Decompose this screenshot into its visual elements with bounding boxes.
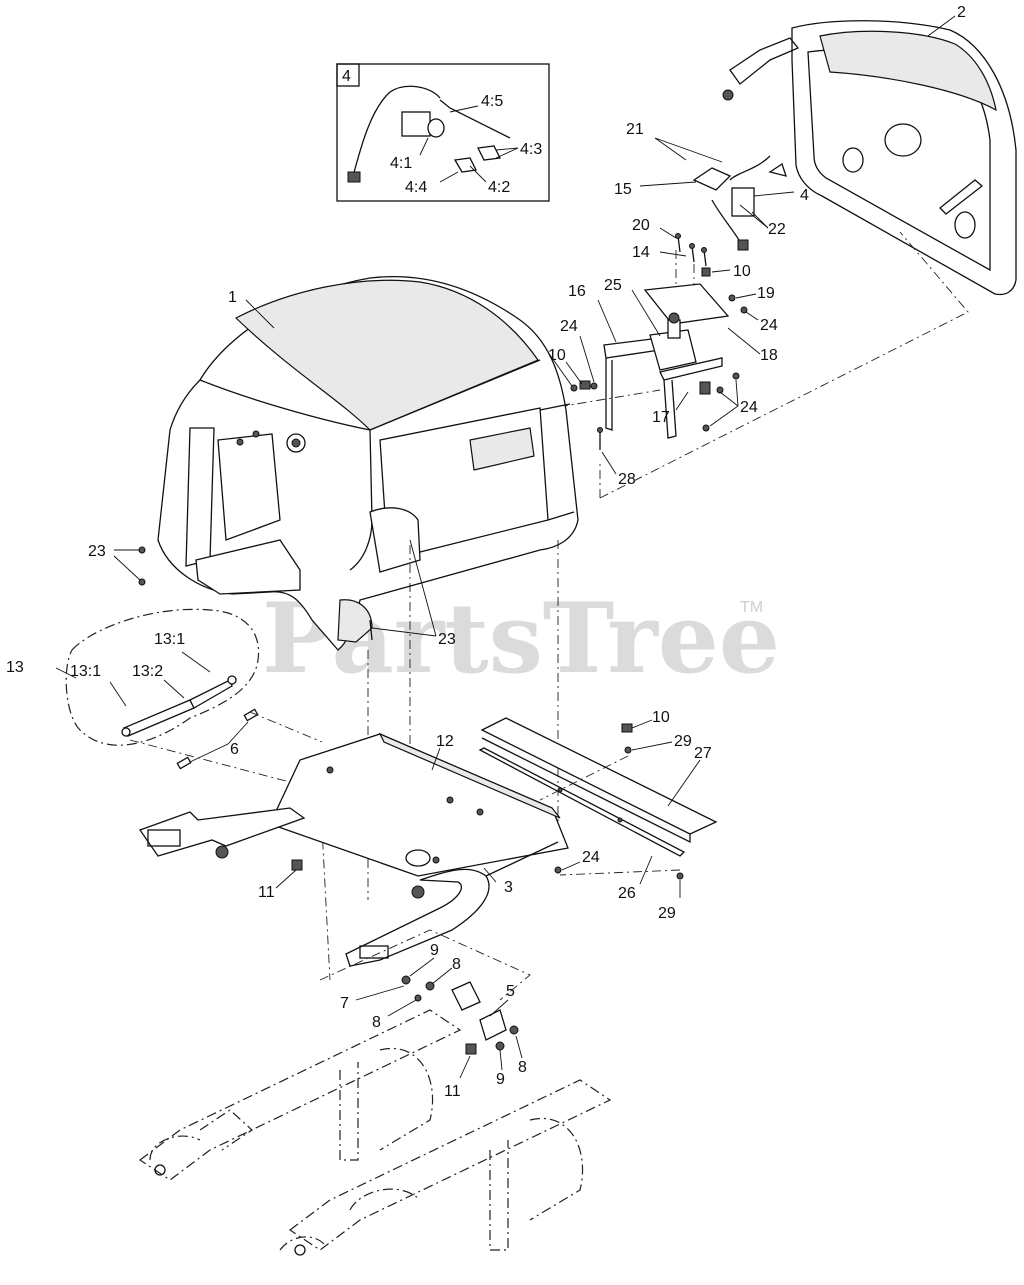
callout-8-upper: 8	[452, 956, 461, 973]
callout-17: 17	[652, 409, 670, 426]
inset-motor	[401, 111, 431, 137]
callout-24-right: 24	[760, 317, 778, 334]
inset-frame	[336, 63, 550, 202]
part-17-bracket	[659, 357, 723, 381]
callout-13-1-upper: 13:1	[154, 631, 185, 648]
inset-callout-4-3: 4:3	[520, 141, 542, 158]
callout-19-right: 19	[757, 285, 775, 302]
part-1-body	[157, 275, 579, 651]
inset-bracket-a	[453, 157, 477, 173]
inset-plug	[347, 171, 361, 183]
part-26-channel	[478, 747, 686, 857]
callout-11-lower: 11	[444, 1083, 461, 1100]
bolt-column	[675, 233, 711, 300]
part-18-plate	[643, 283, 730, 325]
callout-9-upper: 9	[430, 942, 439, 959]
part-2-hood-frame: 2	[722, 4, 1017, 296]
inset-bracket-b	[477, 145, 501, 161]
part-12-plate	[269, 732, 569, 877]
callout-2: 2	[957, 4, 966, 21]
callout-12: 12	[436, 733, 454, 750]
callout-15: 15	[614, 181, 632, 198]
callout-9-lower: 9	[496, 1071, 505, 1088]
callout-16: 16	[568, 283, 586, 300]
inset-callout-4-2: 4:2	[488, 179, 510, 196]
callout-10-lower: 10	[652, 709, 670, 726]
callout-14: 14	[632, 244, 650, 261]
left-fasteners	[570, 380, 598, 392]
inset-callout-4-5: 4:5	[481, 93, 503, 110]
inset-label-box	[336, 63, 360, 87]
callout-6: 6	[230, 741, 239, 758]
callout-28: 28	[618, 471, 636, 488]
phantom-chassis	[138, 1009, 612, 1256]
part-3-handle	[138, 807, 559, 967]
inset-box: 4 4:5 4:1 4:3 4:4 4:2	[336, 63, 550, 202]
callout-26: 26	[618, 885, 636, 902]
callout-4: 4	[800, 187, 809, 204]
callout-13: 13	[6, 659, 24, 676]
callout-3: 3	[504, 879, 513, 896]
callout-10-top: 10	[733, 263, 751, 280]
callout-1: 1	[228, 289, 237, 306]
callout-13-1-lower: 13:1	[70, 663, 101, 680]
watermark-tm: TM	[740, 599, 763, 616]
inset-callout-4-4: 4:4	[405, 179, 427, 196]
callout-25: 25	[604, 277, 622, 294]
part-4-actuator: 4	[692, 155, 809, 251]
inset-cable	[351, 85, 441, 181]
inset-motor-cap	[427, 118, 445, 138]
callout-22: 22	[768, 221, 786, 238]
callout-24-lower: 24	[582, 849, 600, 866]
callout-18: 18	[760, 347, 778, 364]
callout-24-left: 24	[560, 318, 578, 335]
callout-21: 21	[626, 121, 644, 138]
callout-11-upper: 11	[258, 884, 275, 901]
callout-7: 7	[340, 995, 349, 1012]
inset-callout-4-1: 4:1	[390, 155, 412, 172]
callout-13-2: 13:2	[132, 663, 163, 680]
inset-label: 4	[342, 68, 351, 85]
callout-29-lower: 29	[658, 905, 676, 922]
callout-27: 27	[694, 745, 712, 762]
callout-8-right: 8	[518, 1059, 527, 1076]
inset-rod	[439, 99, 511, 139]
callout-29-upper: 29	[674, 733, 692, 750]
callout-8-left: 8	[372, 1014, 381, 1031]
callout-24-mid: 24	[740, 399, 758, 416]
bracket-assembly	[603, 283, 730, 439]
callout-20: 20	[632, 217, 650, 234]
callout-23-left: 23	[88, 543, 106, 560]
callout-23-right: 23	[438, 631, 456, 648]
part-27-plate	[480, 717, 718, 844]
callout-5: 5	[506, 983, 515, 1000]
part-13-gas-spring: 13:1 13:1 13:2 13	[6, 608, 260, 746]
